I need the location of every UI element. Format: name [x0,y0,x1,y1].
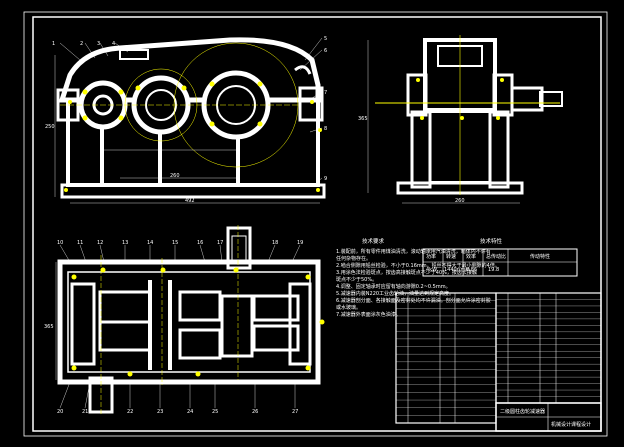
svg-text:转速: 转速 [446,253,456,260]
outer-border [23,11,608,437]
svg-text:0.86: 0.86 [466,267,477,273]
svg-text:24: 24 [187,409,193,415]
school-name: 机械设计课程设计 [551,421,591,428]
title-block: 二级圆柱齿轮减速器 机械设计课程设计 [495,402,602,432]
tech-spec-table: 技术特性 功率 转速 效率 总传动比 传动特性 4kW 1440r/min 0.… [422,237,578,277]
svg-text:5: 5 [324,36,327,42]
svg-text:22: 22 [127,409,133,415]
top-view: 365 [44,225,325,415]
svg-text:3: 3 [97,41,100,47]
svg-text:19.8: 19.8 [488,267,499,273]
svg-text:25: 25 [212,409,218,415]
svg-text:或水玻璃。: 或水玻璃。 [336,304,361,311]
parts-list [395,292,602,424]
svg-text:19: 19 [297,240,303,246]
svg-text:7.减速器外表面涂灰色油漆。: 7.减速器外表面涂灰色油漆。 [336,311,401,318]
svg-text:传动特性: 传动特性 [530,253,550,260]
callouts-top [59,37,323,184]
svg-text:8: 8 [324,126,327,132]
svg-text:26: 26 [252,409,258,415]
svg-text:1.装配前，所有零件用煤油清洗，滚动轴承用汽油清洗，箱体内不: 1.装配前，所有零件用煤油清洗，滚动轴承用汽油清洗，箱体内不许有 [336,248,491,255]
svg-text:10: 10 [57,240,63,246]
svg-text:任何杂物存在。: 任何杂物存在。 [336,255,371,262]
svg-text:27: 27 [292,409,298,415]
svg-text:14: 14 [147,240,153,246]
svg-text:5.减速器内装N220工业齿轮油，油量达到规定高度。: 5.减速器内装N220工业齿轮油，油量达到规定高度。 [336,290,454,297]
inner-border [32,16,602,432]
svg-text:2.啮合侧隙用铅丝检验，不小于0.16mm，铅丝不得大于最小: 2.啮合侧隙用铅丝检验，不小于0.16mm，铅丝不得大于最小侧隙的4倍。 [336,262,500,269]
svg-text:4.调整、固定轴承时应留有轴向游隙0.2~0.5mm。: 4.调整、固定轴承时应留有轴向游隙0.2~0.5mm。 [336,283,451,290]
svg-text:斑点不少于50%。: 斑点不少于50%。 [336,276,377,283]
svg-text:13: 13 [122,240,128,246]
svg-text:365: 365 [44,324,54,330]
svg-text:2: 2 [80,41,83,47]
svg-text:12: 12 [97,240,103,246]
svg-text:20: 20 [57,409,63,415]
tech-spec-title: 技术特性 [480,237,503,245]
svg-text:6: 6 [324,48,327,54]
svg-text:11: 11 [77,240,83,246]
svg-text:1: 1 [52,41,55,47]
callout-labels-top: 1 2 3 4 5 6 7 8 9 [52,36,327,182]
svg-text:260: 260 [170,173,180,179]
svg-text:功率: 功率 [426,253,436,260]
svg-text:4: 4 [112,41,115,47]
svg-text:18: 18 [272,240,278,246]
svg-text:17: 17 [217,240,223,246]
svg-text:21: 21 [82,409,88,415]
drawing-name: 二级圆柱齿轮减速器 [500,408,545,415]
svg-text:总传动比: 总传动比 [486,253,506,260]
svg-text:250: 250 [45,124,55,130]
svg-text:7: 7 [324,90,327,96]
svg-text:1440r/min: 1440r/min [444,267,470,273]
svg-text:365: 365 [358,116,368,122]
svg-text:492: 492 [185,198,195,204]
front-view: 492 260 250 [45,37,326,204]
svg-text:260: 260 [455,198,465,204]
svg-text:9: 9 [324,176,327,182]
side-view: 260 365 [358,35,563,204]
svg-text:4kW: 4kW [426,267,437,273]
tech-requirements-title: 技术要求 [362,237,385,245]
svg-text:16: 16 [197,240,203,246]
svg-text:15: 15 [172,240,178,246]
callouts-bottom [59,244,301,409]
callout-labels-bottom: 10 11 12 13 14 15 16 17 18 19 20 21 22 2… [57,240,303,415]
svg-text:效率: 效率 [466,253,476,260]
svg-text:23: 23 [157,409,163,415]
svg-text:3.用涂色法检验斑点，按齿高接触斑点不少于40%，按齿长接触: 3.用涂色法检验斑点，按齿高接触斑点不少于40%，按齿长接触 [336,269,477,276]
